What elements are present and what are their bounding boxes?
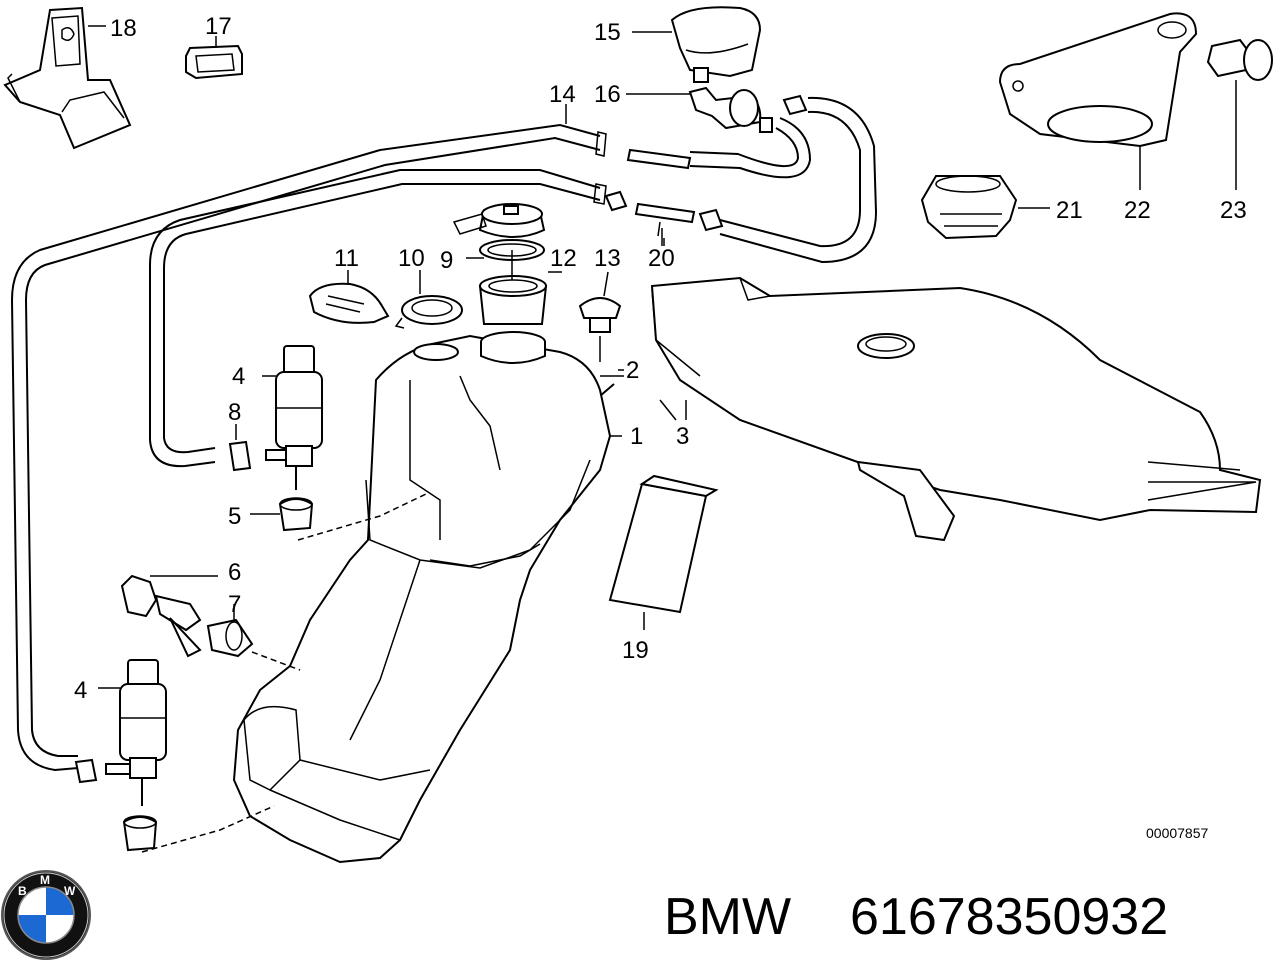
callout-3: 3 <box>676 423 689 450</box>
logo-letter-b: B <box>18 884 27 898</box>
callout-11: 11 <box>334 245 359 272</box>
callout-1: 1 <box>630 423 643 450</box>
callout-12: 12 <box>550 245 577 272</box>
callout-2: 2 <box>626 357 639 384</box>
part-11-cover <box>308 270 390 324</box>
caption-part-number: 61678350932 <box>850 888 1168 946</box>
part-4-washer-pump-upper <box>262 345 323 490</box>
callout-17: 17 <box>205 13 232 40</box>
part-22-mounting-plate <box>998 12 1198 190</box>
part-23-expanding-rivet <box>1206 38 1273 190</box>
callout-18: 18 <box>110 15 137 42</box>
callout-5: 5 <box>228 503 241 530</box>
callout-19: 19 <box>622 637 649 664</box>
callout-20: 20 <box>648 245 675 272</box>
part-3-reservoir-extension <box>650 276 1262 542</box>
part-18-bracket <box>3 6 132 150</box>
t-connectors <box>626 148 696 246</box>
callout-9: 9 <box>440 247 453 274</box>
part-12-seal-sleeve <box>478 250 562 325</box>
part-1-washer-reservoir <box>232 331 622 864</box>
callout-8: 8 <box>228 399 241 426</box>
leader-lines <box>565 104 687 420</box>
part-8-hose-clip <box>228 424 252 472</box>
callout-15: 15 <box>594 19 621 46</box>
part-19-foam-pad <box>608 474 719 630</box>
part-5-pump-grommet <box>250 493 427 541</box>
callout-4-upper: 4 <box>232 363 245 390</box>
hose-clamps-upper <box>604 94 808 232</box>
callout-labels: 18 17 15 14 16 21 22 23 9 11 10 12 13 20… <box>74 13 1247 841</box>
part-9-filler-cap <box>452 203 546 261</box>
part-10-retaining-ring <box>394 270 463 329</box>
callout-7: 7 <box>228 591 241 618</box>
part-15-spray-nozzle <box>632 6 762 83</box>
logo-letter-w: W <box>64 884 76 898</box>
callout-14: 14 <box>549 81 576 108</box>
part-21-grommet <box>920 175 1050 240</box>
diagram-reference-code: 00007857 <box>1146 825 1209 841</box>
bmw-logo: B M W <box>1 870 91 960</box>
caption-brand: BMW <box>664 888 791 946</box>
callout-22: 22 <box>1124 197 1151 224</box>
part-16-check-valve <box>626 86 773 133</box>
callout-16: 16 <box>594 81 621 108</box>
callout-13: 13 <box>594 245 621 272</box>
part-2-stud <box>599 375 624 397</box>
washer-hoses <box>10 96 878 772</box>
callout-23: 23 <box>1220 197 1247 224</box>
callout-10: 10 <box>398 245 425 272</box>
part-13-plug <box>578 271 622 362</box>
part-4-washer-pump-lower <box>74 659 275 853</box>
part-6-level-sensor <box>120 574 218 658</box>
callout-6: 6 <box>228 559 241 586</box>
part-17-clip <box>185 36 243 80</box>
logo-letter-m: M <box>40 873 50 887</box>
part-7-sensor-grommet <box>206 604 301 671</box>
callout-4-lower: 4 <box>74 677 87 704</box>
callout-21: 21 <box>1056 197 1083 224</box>
